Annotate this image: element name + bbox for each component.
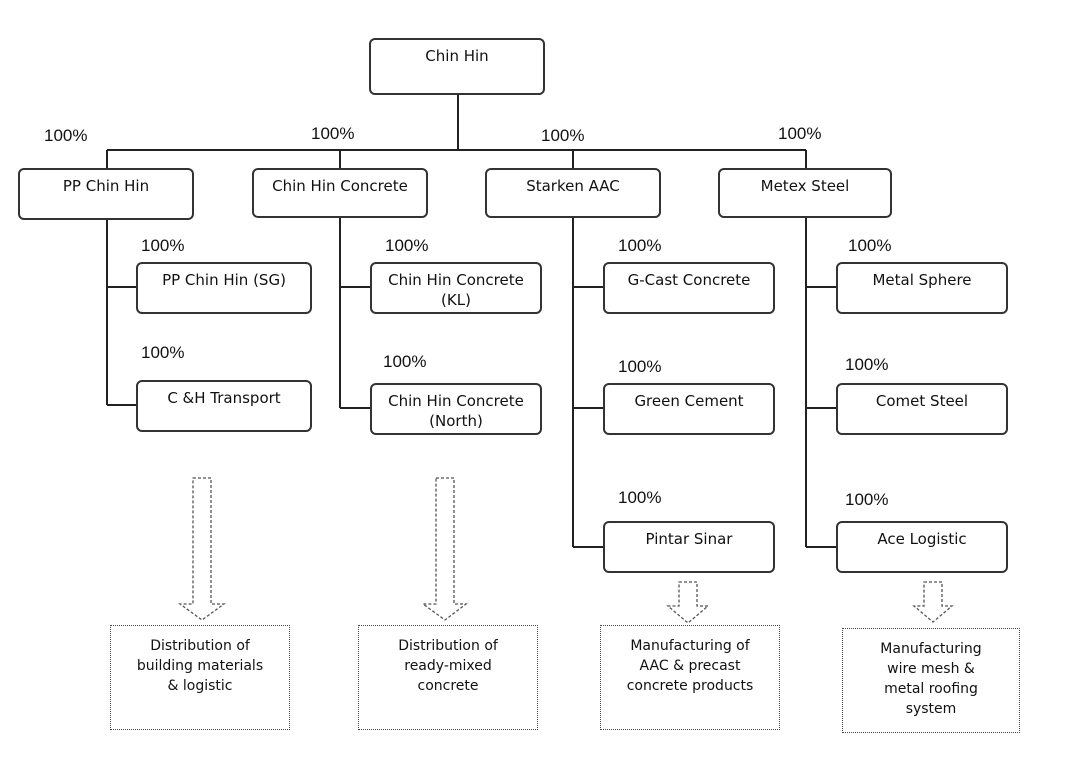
node-label: Metal Sphere xyxy=(872,271,972,289)
ownership-percentage: 100% xyxy=(311,124,355,143)
down-arrow-icon xyxy=(666,581,710,624)
node-c-h-transport: C &H Transport xyxy=(136,380,312,432)
root-label: Chin Hin xyxy=(425,47,489,65)
desc-line: wire mesh & xyxy=(887,661,975,677)
desc-line: & logistic xyxy=(167,678,233,694)
down-arrow-icon xyxy=(912,581,954,623)
node-starken-aac: Starken AAC xyxy=(485,168,661,218)
desc-manufacturing-aac: Manufacturing of AAC & precast concrete pr… xyxy=(600,625,780,730)
node-label: PP Chin Hin xyxy=(62,177,150,195)
node-metal-sphere: Metal Sphere xyxy=(836,262,1008,314)
node-label: C &H Transport xyxy=(167,389,281,407)
node-label: Ace Logistic xyxy=(877,530,967,548)
node-label: PP Chin Hin (SG) xyxy=(162,271,286,289)
ownership-percentage: 100% xyxy=(141,236,185,255)
desc-distribution-ready-mixed: Distribution of ready-mixed concrete xyxy=(358,625,538,730)
desc-line: Manufacturing xyxy=(880,641,982,657)
desc-line: metal roofing xyxy=(884,681,978,697)
node-ace-logistic: Ace Logistic xyxy=(836,521,1008,573)
ownership-percentage: 100% xyxy=(141,343,185,362)
node-pintar-sinar: Pintar Sinar xyxy=(603,521,775,573)
down-arrow-icon xyxy=(178,477,226,621)
ownership-percentage: 100% xyxy=(541,126,585,145)
ownership-percentage: 100% xyxy=(383,352,427,371)
node-pp-chin-hin-sg: PP Chin Hin (SG) xyxy=(136,262,312,314)
node-g-cast-concrete: G-Cast Concrete xyxy=(603,262,775,314)
node-label: Comet Steel xyxy=(875,392,969,410)
desc-line: system xyxy=(905,701,957,717)
ownership-percentage: 100% xyxy=(385,236,429,255)
ownership-percentage: 100% xyxy=(778,124,822,143)
ownership-percentage: 100% xyxy=(618,236,662,255)
desc-line: concrete xyxy=(417,678,479,694)
desc-line: Manufacturing of xyxy=(630,638,750,654)
desc-line: Distribution of xyxy=(150,638,250,654)
node-label: Chin Hin Concrete xyxy=(388,271,524,289)
node-green-cement: Green Cement xyxy=(603,383,775,435)
node-chin-hin-concrete-kl: Chin Hin Concrete (KL) xyxy=(370,262,542,314)
desc-line: AAC & precast xyxy=(639,658,741,674)
root-node: Chin Hin xyxy=(369,38,545,95)
node-label: Metex Steel xyxy=(760,177,850,195)
node-chin-hin-concrete: Chin Hin Concrete xyxy=(252,168,428,218)
node-label: (North) xyxy=(429,412,483,430)
desc-manufacturing-wire-mesh: Manufacturing wire mesh & metal roofing sys… xyxy=(842,628,1020,733)
ownership-percentage: 100% xyxy=(845,490,889,509)
desc-distribution-building-materials: Distribution of building materials & logis… xyxy=(110,625,290,730)
node-metex-steel: Metex Steel xyxy=(718,168,892,218)
ownership-percentage: 100% xyxy=(848,236,892,255)
node-label: Starken AAC xyxy=(526,177,620,195)
node-comet-steel: Comet Steel xyxy=(836,383,1008,435)
desc-line: building materials xyxy=(136,658,264,674)
node-label: Green Cement xyxy=(634,392,744,410)
ownership-percentage: 100% xyxy=(44,126,88,145)
node-chin-hin-concrete-north: Chin Hin Concrete (North) xyxy=(370,383,542,435)
ownership-percentage: 100% xyxy=(618,488,662,507)
node-label: G-Cast Concrete xyxy=(627,271,751,289)
desc-line: concrete products xyxy=(626,678,754,694)
desc-line: Distribution of xyxy=(398,638,498,654)
node-label: (KL) xyxy=(441,291,471,309)
node-label: Pintar Sinar xyxy=(645,530,733,548)
node-label: Chin Hin Concrete xyxy=(272,177,408,195)
ownership-percentage: 100% xyxy=(618,357,662,376)
node-label: Chin Hin Concrete xyxy=(388,392,524,410)
ownership-percentage: 100% xyxy=(845,355,889,374)
desc-line: ready-mixed xyxy=(404,658,492,674)
node-pp-chin-hin: PP Chin Hin xyxy=(18,168,194,220)
down-arrow-icon xyxy=(421,477,468,621)
